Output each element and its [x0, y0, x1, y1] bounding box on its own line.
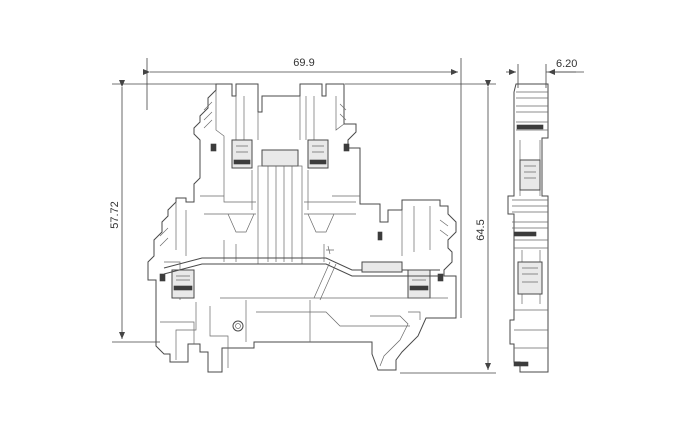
front-view [147, 83, 457, 373]
central-bridge [261, 149, 299, 167]
inner-height-dimension: 57.72 [109, 80, 216, 343]
side-view [507, 83, 549, 373]
inner-height-value: 57.72 [109, 201, 121, 229]
lower-right-clamp [407, 269, 431, 299]
lower-left-clamp [171, 269, 195, 299]
block-outline [147, 83, 457, 373]
thickness-value: 6.20 [556, 58, 577, 70]
width-dimension: 69.9 [143, 57, 462, 318]
side-lower-clamp [517, 261, 543, 295]
mounting-hole [232, 320, 244, 332]
total-height-value: 64.5 [475, 219, 487, 240]
side-outline [507, 83, 549, 373]
side-upper-clamp [519, 159, 541, 191]
width-value: 69.9 [293, 57, 314, 69]
total-height-dimension: 64.5 [345, 80, 496, 374]
